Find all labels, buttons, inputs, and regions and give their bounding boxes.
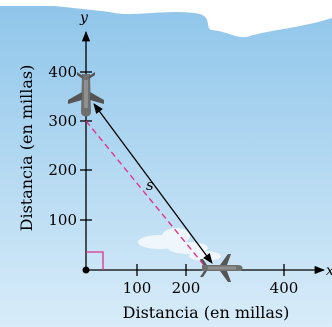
airplane-bottom-icon (200, 254, 243, 282)
distance-arrow (93, 103, 213, 264)
y-axis-var: y (79, 10, 89, 26)
x-tick-label-100: 100 (123, 279, 152, 297)
y-axis-title: Distancia (en millas) (17, 65, 36, 232)
y-tick-label-100: 100 (48, 211, 77, 229)
x-tick-label-200: 200 (172, 279, 201, 297)
y-tick-label-400: 400 (48, 63, 77, 81)
x-tick-label-400: 400 (270, 279, 299, 297)
x-axis-var: x (326, 263, 332, 279)
y-tick-label-200: 200 (48, 161, 77, 179)
top-margin (0, 0, 332, 6)
y-tick-label-300: 300 (48, 112, 77, 130)
airplane-top-icon (68, 72, 104, 117)
x-ticks (136, 264, 285, 276)
distance-label: s (146, 176, 154, 194)
x-axis-title: Distancia (en millas) (123, 303, 290, 322)
origin-point (82, 266, 90, 274)
sky-background (0, 0, 332, 38)
